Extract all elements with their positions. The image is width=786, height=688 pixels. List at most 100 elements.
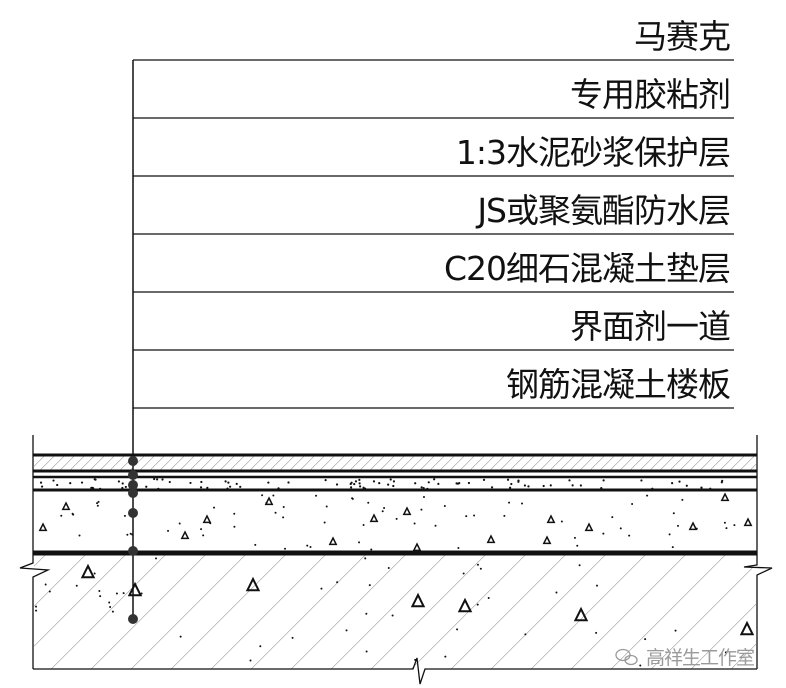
- gravel-dot: [631, 502, 634, 505]
- sand-dot: [235, 482, 238, 485]
- gravel-dot: [723, 521, 726, 524]
- sand-dot: [640, 479, 643, 482]
- sand-dot: [427, 481, 430, 484]
- gravel-dot: [306, 544, 309, 547]
- gravel-dot: [272, 494, 275, 497]
- slab-dot: [476, 563, 479, 566]
- slab-dot: [48, 590, 51, 593]
- slab-dot: [35, 609, 38, 612]
- slab-dot: [336, 581, 339, 584]
- slab-dot: [111, 610, 114, 613]
- gravel-dot: [123, 514, 126, 517]
- sand-dot: [199, 486, 203, 489]
- aggregate-triangle: [546, 514, 556, 524]
- gravel-dot: [213, 506, 216, 509]
- gravel-dot: [233, 525, 236, 528]
- gravel-dot: [315, 494, 318, 497]
- aggregate-triangle: [80, 563, 96, 579]
- sand-dot: [80, 481, 84, 484]
- aggregate-triangle: [61, 501, 71, 511]
- aggregate-triangle: [264, 496, 274, 506]
- sand-dot: [69, 482, 72, 485]
- leader-dot: [128, 508, 138, 518]
- sand-dot: [542, 484, 545, 488]
- gravel-dot: [126, 533, 129, 536]
- sand-dot: [39, 481, 43, 484]
- aggregate-triangle: [38, 522, 48, 532]
- gravel-dot: [96, 504, 99, 507]
- sand-dot: [482, 478, 486, 481]
- gravel-dot: [233, 512, 236, 515]
- gravel-dot: [325, 505, 328, 508]
- sand-dot: [145, 485, 148, 488]
- sand-dot: [602, 479, 605, 482]
- sand-dot: [358, 478, 361, 482]
- aggregate-triangle: [720, 492, 730, 502]
- sand-dot: [509, 486, 512, 489]
- gravel-dot: [282, 516, 285, 519]
- sand-dot: [467, 481, 471, 485]
- sand-dot: [189, 481, 192, 485]
- slab-dot: [179, 635, 182, 638]
- sand-dot: [685, 484, 688, 487]
- layer-label: 马赛克: [634, 17, 731, 56]
- sand-dot: [392, 480, 396, 483]
- gravel-dot: [167, 529, 170, 532]
- sand-dot: [510, 482, 513, 486]
- aggregate-triangle: [573, 606, 589, 622]
- aggregate-triangle: [412, 542, 422, 552]
- sand-dot: [527, 485, 530, 488]
- aggregate-triangle: [688, 521, 698, 531]
- sand-dot: [378, 482, 381, 485]
- slab-dot: [99, 595, 102, 598]
- gravel-dot: [420, 508, 423, 511]
- aggregate-triangle: [486, 534, 496, 544]
- sand-dot: [359, 485, 362, 488]
- layer-label: 1:3水泥砂浆保护层: [455, 133, 731, 172]
- layer-label: 钢筋混凝土楼板: [506, 365, 731, 404]
- watermark-text: 高祥生工作室: [646, 647, 755, 669]
- slab-dot: [391, 614, 394, 617]
- sand-dot: [568, 479, 571, 482]
- layer-label: 界面剂一道: [570, 307, 731, 346]
- sand-dot: [350, 481, 353, 484]
- gravel-dot: [129, 532, 132, 535]
- sand-dot: [229, 485, 232, 488]
- gravel-dot: [60, 514, 63, 517]
- sand-dot: [420, 486, 423, 489]
- sand-dot: [324, 478, 327, 482]
- sand-dot: [353, 482, 356, 486]
- sand-dot: [437, 482, 440, 485]
- gravel-dot: [261, 494, 264, 497]
- gravel-dot: [274, 511, 277, 514]
- sand-dot: [506, 478, 510, 481]
- sand-dot: [117, 480, 121, 483]
- gravel-dot: [323, 521, 326, 524]
- aggregate-triangle: [202, 514, 212, 524]
- sand-dot: [200, 480, 203, 484]
- gravel-dot: [178, 522, 181, 525]
- sand-dot: [523, 484, 527, 487]
- gravel-dot: [309, 545, 312, 548]
- gravel-dot: [465, 515, 468, 518]
- sand-dot: [354, 480, 358, 483]
- slab-dot: [75, 584, 78, 587]
- gravel-dot: [671, 546, 674, 549]
- gravel-dot: [97, 500, 100, 503]
- aggregate-triangle: [328, 536, 338, 546]
- gravel-dot: [71, 512, 74, 515]
- sand-dot: [579, 484, 582, 487]
- gravel-dot: [573, 536, 576, 539]
- gravel-dot: [672, 512, 675, 515]
- gravel-dot: [602, 532, 605, 535]
- slab-dot: [639, 664, 642, 667]
- left-edge-break: [19, 435, 51, 669]
- slab-dot: [364, 557, 367, 560]
- slab-dot: [487, 597, 490, 600]
- sand-dot: [490, 486, 494, 489]
- gravel-dot: [733, 524, 736, 527]
- sand-dot: [287, 481, 290, 484]
- slab-dot: [644, 638, 647, 641]
- slab-dot: [462, 572, 465, 575]
- sand-dot: [671, 482, 674, 485]
